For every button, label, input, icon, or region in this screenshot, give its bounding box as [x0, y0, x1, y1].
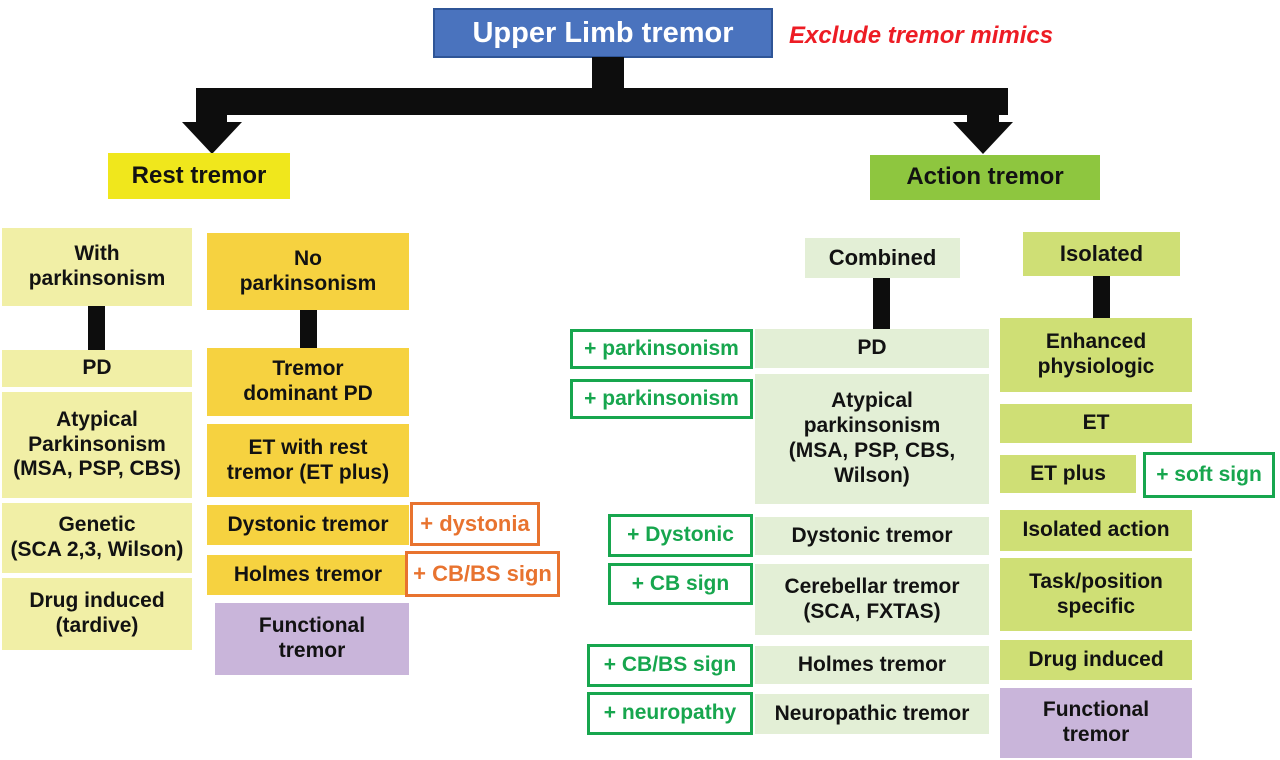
- connector-left-branch-shaft: [196, 88, 227, 124]
- node-enhanced-physiologic: Enhanced physiologic: [1000, 318, 1192, 392]
- node-atypical-parkinsonism-combined: Atypical parkinsonism (MSA, PSP, CBS, Wi…: [755, 374, 989, 504]
- connector-branch-bar: [196, 88, 1008, 115]
- node-et-with-rest-tremor: ET with rest tremor (ET plus): [207, 424, 409, 497]
- arrow-down-left-icon: [182, 122, 242, 154]
- node-et-plus: ET plus: [1000, 455, 1136, 493]
- node-no-parkinsonism: No parkinsonism: [207, 233, 409, 310]
- node-atypical-parkinsonism-rest: Atypical Parkinsonism (MSA, PSP, CBS): [2, 392, 192, 498]
- node-isolated: Isolated: [1023, 232, 1180, 276]
- connector-title-stem: [592, 57, 624, 91]
- connector-no-parkinsonism: [300, 310, 317, 348]
- node-holmes-tremor-combined: Holmes tremor: [755, 646, 989, 684]
- node-functional-tremor-rest: Functional tremor: [215, 603, 409, 675]
- node-with-parkinsonism: With parkinsonism: [2, 228, 192, 306]
- node-neuropathic-tremor: Neuropathic tremor: [755, 694, 989, 734]
- node-drug-induced-tardive: Drug induced (tardive): [2, 578, 192, 650]
- node-pd-combined: PD: [755, 329, 989, 368]
- node-upper-limb-tremor: Upper Limb tremor: [433, 8, 773, 58]
- node-dystonic-tremor-rest: Dystonic tremor: [207, 505, 409, 545]
- node-combined: Combined: [805, 238, 960, 278]
- node-drug-induced: Drug induced: [1000, 640, 1192, 680]
- connector-isolated: [1093, 276, 1110, 320]
- tag-cb-bs-sign-rest: + CB/BS sign: [405, 551, 560, 597]
- tag-neuropathy: + neuropathy: [587, 692, 753, 735]
- node-functional-tremor-isolated: Functional tremor: [1000, 688, 1192, 758]
- tag-dystonic: + Dystonic: [608, 514, 753, 557]
- node-pd-rest: PD: [2, 350, 192, 387]
- node-task-position-specific: Task/position specific: [1000, 558, 1192, 631]
- tag-parkinsonism-2: + parkinsonism: [570, 379, 753, 419]
- tag-cb-bs-sign-combined: + CB/BS sign: [587, 644, 753, 687]
- node-isolated-action: Isolated action: [1000, 510, 1192, 551]
- arrow-down-right-icon: [953, 122, 1013, 154]
- node-holmes-tremor-rest: Holmes tremor: [207, 555, 409, 595]
- node-genetic: Genetic (SCA 2,3, Wilson): [2, 503, 192, 573]
- node-dystonic-tremor-combined: Dystonic tremor: [755, 517, 989, 555]
- tag-soft-sign: + soft sign: [1143, 452, 1275, 498]
- exclude-tremor-mimics-note: Exclude tremor mimics: [789, 22, 1054, 49]
- tag-parkinsonism-1: + parkinsonism: [570, 329, 753, 369]
- node-tremor-dominant-pd: Tremor dominant PD: [207, 348, 409, 416]
- connector-right-branch-shaft: [967, 88, 999, 124]
- tag-cb-sign: + CB sign: [608, 563, 753, 605]
- connector-combined: [873, 278, 890, 330]
- node-et: ET: [1000, 404, 1192, 443]
- node-cerebellar-tremor: Cerebellar tremor (SCA, FXTAS): [755, 564, 989, 635]
- node-action-tremor: Action tremor: [870, 155, 1100, 200]
- tag-dystonia: + dystonia: [410, 502, 540, 546]
- node-rest-tremor: Rest tremor: [108, 153, 290, 199]
- connector-with-parkinsonism: [88, 306, 105, 351]
